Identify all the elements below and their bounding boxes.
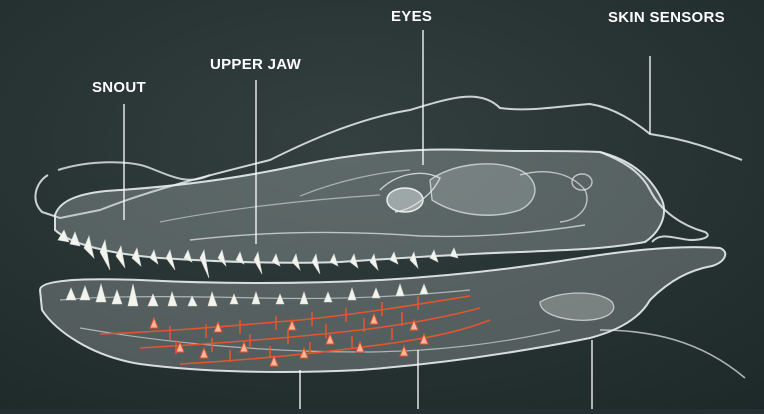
eye-socket bbox=[387, 188, 423, 212]
skin-sensors-label: SKIN SENSORS bbox=[608, 7, 728, 29]
upper-jaw-label: UPPER JAW bbox=[210, 54, 301, 76]
eyes-label: EYES bbox=[391, 6, 432, 28]
snout-label: SNOUT bbox=[92, 77, 146, 99]
